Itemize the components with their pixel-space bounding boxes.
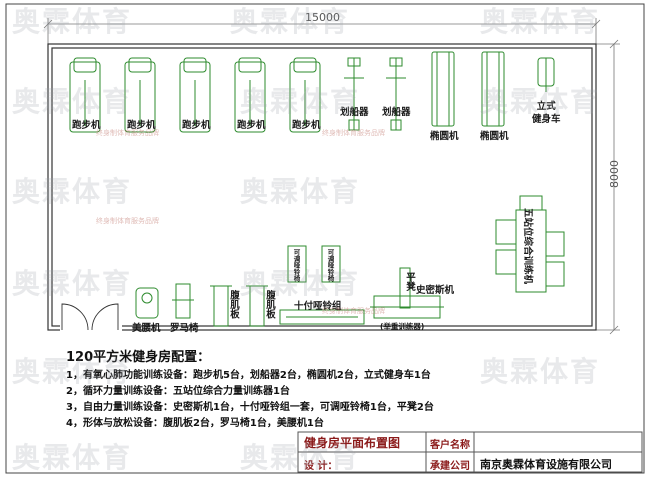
label-treadmill-4: 跑步机	[237, 120, 266, 131]
label-treadmill-2: 跑步机	[127, 120, 156, 131]
contractor-label: 承建公司	[430, 461, 470, 472]
label-roman-chair: 罗马椅	[170, 323, 199, 334]
sheet-border	[5, 3, 645, 474]
label-waist: 美腰机	[132, 323, 161, 334]
ab-board-group	[210, 285, 268, 327]
label-treadmill-3: 跑步机	[182, 120, 211, 131]
watermark-sub-3: 终身制体育服务品牌	[96, 217, 159, 225]
label-elliptical-1: 椭圆机	[430, 131, 459, 142]
waist-machine	[135, 287, 159, 319]
treadmill-5	[289, 57, 321, 133]
watermark-sub-1: 终身制体育服务品牌	[96, 129, 159, 137]
watermark-10: 奥霖体育	[240, 267, 361, 300]
label-smith: 史密斯机	[416, 285, 455, 296]
label-dumbbell-rack-1: 可调哑铃椅	[292, 249, 300, 282]
treadmill-3	[179, 57, 211, 133]
rower-2	[386, 57, 406, 131]
label-dumbbell-rack-2: 可调哑铃椅	[326, 249, 334, 282]
five-station-machine	[495, 195, 565, 293]
dimension-width-label: 15000	[305, 11, 340, 24]
watermark-1: 奥霖体育	[12, 5, 133, 38]
watermark-sub-4: 终身制体育服务品牌	[322, 307, 385, 315]
label-rower-2: 划船器	[382, 107, 411, 118]
rower-group	[344, 57, 406, 131]
smith-machine	[370, 295, 444, 319]
label-upright-bike: 立式 健身车	[532, 101, 561, 125]
dumbbell-set	[279, 309, 365, 325]
treadmill-group	[69, 57, 321, 133]
label-smith-sub: (举重训练器)	[380, 322, 425, 331]
elliptical-2	[481, 51, 505, 127]
label-rower-1: 划船器	[340, 107, 369, 118]
watermark-7: 奥霖体育	[12, 175, 133, 208]
roman-chair	[172, 283, 194, 319]
watermark-13: 奥霖体育	[12, 441, 133, 474]
treadmill-4	[234, 57, 266, 133]
ab-board-2	[246, 285, 268, 327]
watermark-2: 奥霖体育	[230, 5, 351, 38]
config-line-2: 2，循环力量训练设备：五站位综合力量训练器1台	[66, 386, 290, 397]
watermark-11: 奥霖体育	[12, 355, 133, 388]
upright-bike	[537, 57, 555, 92]
label-ab-board-1: 腹肌板	[228, 290, 239, 319]
contractor-name: 南京奥霖体育设施有限公司	[480, 458, 612, 471]
label-treadmill-1: 跑步机	[72, 120, 101, 131]
label-dumbbell-set: 十付哑铃组	[294, 301, 342, 312]
config-title: 120平方米健身房配置：	[66, 350, 211, 365]
label-flat-bench: 平凳	[404, 272, 415, 291]
config-line-1: 1，有氧心肺功能训练设备：跑步机5台，划船器2台，椭圆机2台，立式健身车1台	[66, 370, 431, 381]
dumbbell-racks	[287, 245, 341, 283]
dimension-height	[596, 39, 620, 335]
designer-label: 设 计：	[304, 461, 338, 472]
flat-bench	[399, 267, 411, 309]
watermark-4: 奥霖体育	[12, 85, 133, 118]
watermark-9: 奥霖体育	[12, 267, 133, 300]
watermark-3: 奥霖体育	[480, 5, 601, 38]
door	[60, 303, 122, 332]
watermark-8: 奥霖体育	[240, 175, 361, 208]
ab-board-1	[210, 285, 232, 327]
elliptical-1	[431, 51, 455, 127]
watermark-12: 奥霖体育	[480, 355, 601, 388]
client-label: 客户名称	[430, 440, 470, 451]
dimension-width	[43, 18, 601, 44]
watermark-sub-2: 终身制体育服务品牌	[322, 129, 385, 137]
elliptical-group	[431, 51, 505, 127]
watermark-6: 奥霖体育	[480, 85, 601, 118]
watermark-14: 奥霖体育	[240, 441, 361, 474]
treadmill-2	[124, 57, 156, 133]
config-line-3: 3，自由力量训练设备：史密斯机1台，十付哑铃组一套，可调哑铃椅1台，平凳2台	[66, 402, 434, 413]
label-ab-board-2: 腹肌板	[264, 290, 275, 319]
rower-1	[344, 57, 364, 131]
drawing-title: 健身房平面布置图	[304, 436, 401, 450]
room-walls	[47, 43, 597, 331]
treadmill-1	[69, 57, 101, 133]
label-elliptical-2: 椭圆机	[480, 131, 509, 142]
config-line-4: 4，形体与放松设备：腹肌板2台，罗马椅1台，美腰机1台	[66, 418, 324, 429]
watermark-5: 奥霖体育	[240, 85, 361, 118]
label-treadmill-5: 跑步机	[292, 120, 321, 131]
